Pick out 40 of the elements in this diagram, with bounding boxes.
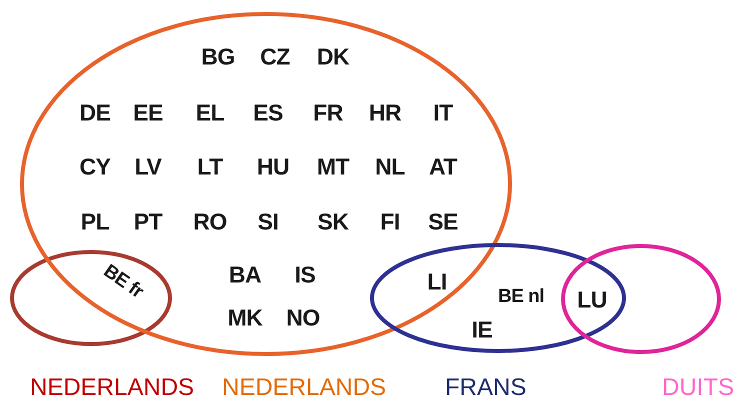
country-code: RO	[193, 208, 227, 236]
country-code: CY	[80, 154, 110, 180]
country-code: IS	[294, 262, 316, 288]
country-code: EL	[196, 100, 224, 126]
set-ellipse	[370, 243, 626, 353]
country-code: HR	[368, 100, 402, 126]
country-code: PL	[80, 208, 110, 236]
country-code: SI	[258, 208, 278, 236]
country-code: MT	[316, 154, 350, 180]
language-label: NEDERLANDS	[222, 374, 386, 402]
country-code: IT	[433, 100, 453, 126]
country-code: EE	[133, 100, 163, 126]
country-code: PT	[134, 208, 162, 236]
country-code: IE	[472, 316, 492, 344]
set-ellipse	[10, 250, 172, 346]
country-code: FI	[380, 208, 400, 236]
country-code: NO	[286, 304, 320, 332]
language-label: FRANS	[445, 374, 526, 402]
country-code: LI	[427, 268, 447, 296]
country-code: DK	[316, 44, 350, 70]
country-code: CZ	[260, 44, 290, 70]
country-code: SK	[318, 208, 348, 236]
country-code: FR	[313, 100, 343, 126]
language-label: NEDERLANDS	[30, 374, 194, 402]
country-code: LV	[134, 154, 162, 180]
country-code: BG	[201, 44, 235, 70]
set-ellipse	[561, 244, 721, 354]
country-code: NL	[375, 154, 405, 180]
country-code: HU	[256, 154, 290, 180]
country-code: SE	[428, 208, 458, 236]
country-code: DE	[80, 100, 110, 126]
country-code: BA	[228, 262, 262, 288]
country-code: MK	[228, 304, 262, 332]
country-code: ES	[253, 100, 283, 126]
country-code: BE nl	[498, 286, 544, 308]
language-label: DUITS	[662, 374, 734, 402]
country-code: BE fr	[99, 260, 147, 304]
country-code: LU	[577, 286, 607, 314]
country-code: LT	[197, 154, 223, 180]
country-code: AT	[429, 154, 457, 180]
